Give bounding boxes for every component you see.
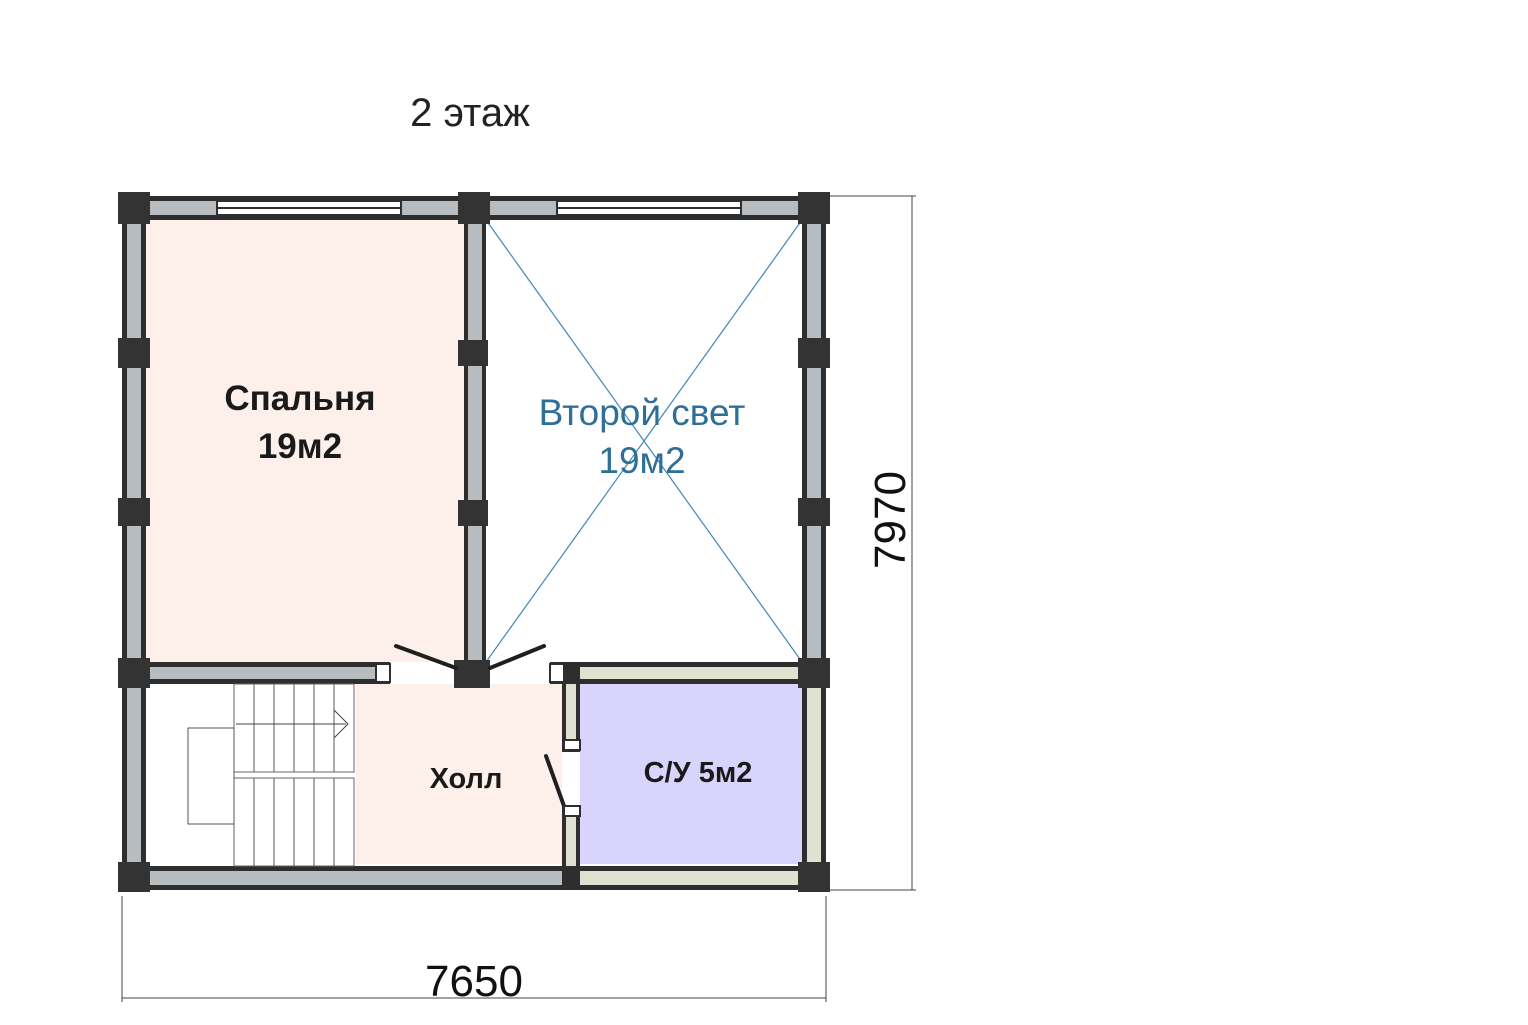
- bedroom-name: Спальня: [224, 379, 375, 418]
- staircase: [187, 683, 355, 867]
- inner-walls: [122, 196, 826, 890]
- hall-area: [356, 684, 562, 864]
- bedroom-area: [146, 220, 464, 662]
- width-dimension: 7650: [425, 957, 523, 1006]
- second-light-name: Второй свет: [539, 392, 746, 433]
- doors: [394, 644, 566, 808]
- outer-walls: [122, 196, 826, 890]
- column-nodes: [118, 192, 830, 892]
- bathroom-area: [580, 684, 802, 864]
- hall-name: Холл: [430, 763, 503, 795]
- bathroom-name: С/У 5м2: [644, 757, 753, 789]
- bedroom-area-label: 19м2: [258, 427, 342, 466]
- dimension-lines: [121, 195, 916, 1002]
- second-light-area-label: 19м2: [598, 440, 685, 481]
- void-cross: [485, 219, 803, 663]
- height-dimension: 7970: [866, 471, 915, 569]
- floor-title: 2 этаж: [410, 91, 530, 135]
- door-jambs: [375, 663, 581, 817]
